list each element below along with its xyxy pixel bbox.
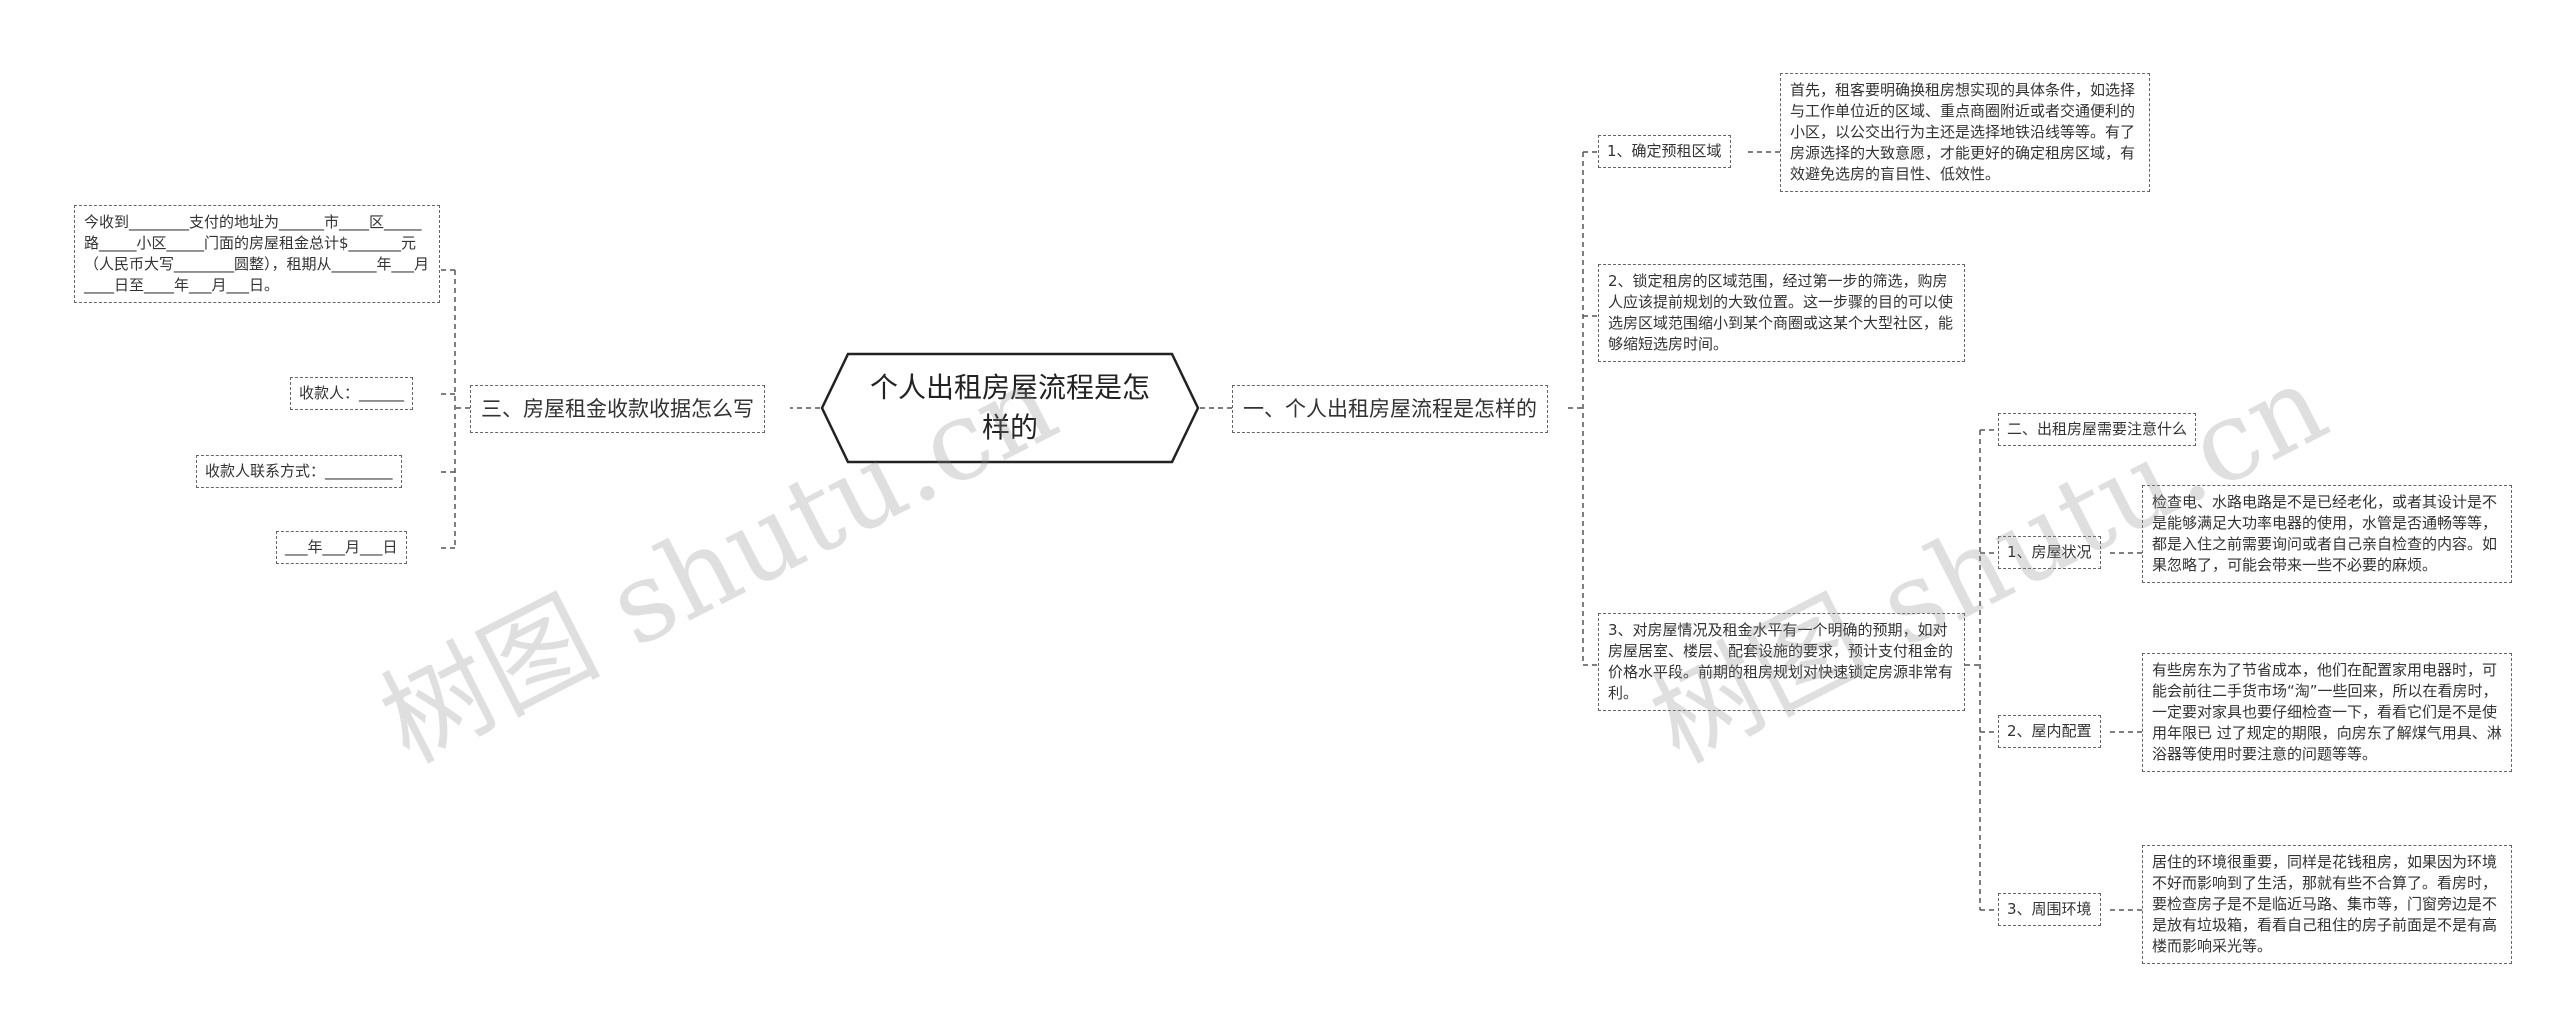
receipt-date-label: ___年___月___日 (285, 538, 398, 556)
receipt-template-content: 今收到________支付的地址为______市____区_____路_____… (84, 213, 430, 294)
precaution-surroundings-detail[interactable]: 居住的环境很重要，同样是花钱租房，如果因为环境不好而影响到了生活，那就有些不合算… (2142, 845, 2512, 964)
step1-detail: 首先，租客要明确换租房想实现的具体条件，如选择与工作单位近的区域、重点商圈附近或… (1790, 81, 2136, 183)
precaution-surroundings[interactable]: 3、周围环境 (1998, 893, 2101, 926)
precaution-interior-text: 有些房东为了节省成本，他们在配置家用电器时，可能会前往二手货市场“淘”一些回来，… (2152, 661, 2502, 763)
precaution-interior[interactable]: 2、屋内配置 (1998, 715, 2101, 748)
root-node[interactable]: 个人出租房屋流程是怎样的 (820, 352, 1200, 464)
step3-text: 3、对房屋情况及租金水平有一个明确的预期，如对房屋居室、楼层、配套设施的要求，预… (1608, 621, 1954, 702)
branch-rental-process[interactable]: 一、个人出租房屋流程是怎样的 (1232, 385, 1548, 433)
sub-branch-precautions[interactable]: 二、出租房屋需要注意什么 (1998, 413, 2197, 446)
branch-receipt-label: 三、房屋租金收款收据怎么写 (481, 397, 754, 421)
step3-node[interactable]: 3、对房屋情况及租金水平有一个明确的预期，如对房屋居室、楼层、配套设施的要求，预… (1598, 613, 1965, 711)
sub-branch-precautions-label: 二、出租房屋需要注意什么 (2007, 420, 2188, 438)
root-title: 个人出租房屋流程是怎样的 (869, 371, 1150, 444)
receipt-payee-contact-label: 收款人联系方式：_________ (205, 462, 393, 480)
step2-text: 2、锁定租房的区域范围，经过第一步的筛选，购房人应该提前规划的大致位置。这一步骤… (1608, 272, 1954, 353)
receipt-payee[interactable]: 收款人：______ (290, 377, 414, 410)
precaution-surroundings-label: 3、周围环境 (2007, 900, 2092, 918)
step1-label-node[interactable]: 1、确定预租区域 (1598, 135, 1731, 168)
step2-node[interactable]: 2、锁定租房的区域范围，经过第一步的筛选，购房人应该提前规划的大致位置。这一步骤… (1598, 264, 1965, 362)
step1-label: 1、确定预租区域 (1607, 142, 1722, 160)
precaution-surroundings-text: 居住的环境很重要，同样是花钱租房，如果因为环境不好而影响到了生活，那就有些不合算… (2152, 853, 2498, 955)
precaution-house-condition[interactable]: 1、房屋状况 (1998, 536, 2101, 569)
receipt-date[interactable]: ___年___月___日 (276, 531, 407, 564)
receipt-payee-contact[interactable]: 收款人联系方式：_________ (196, 455, 402, 488)
precaution-interior-detail[interactable]: 有些房东为了节省成本，他们在配置家用电器时，可能会前往二手货市场“淘”一些回来，… (2142, 653, 2512, 772)
receipt-payee-label: 收款人：______ (299, 384, 405, 402)
precaution-house-condition-text: 检查电、水路电路是不是已经老化，或者其设计是不是能够满足大功率电器的使用，水管是… (2152, 493, 2498, 574)
precaution-house-condition-label: 1、房屋状况 (2007, 543, 2092, 561)
receipt-template-text[interactable]: 今收到________支付的地址为______市____区_____路_____… (74, 205, 440, 303)
precaution-interior-label: 2、屋内配置 (2007, 722, 2092, 740)
precaution-house-condition-detail[interactable]: 检查电、水路电路是不是已经老化，或者其设计是不是能够满足大功率电器的使用，水管是… (2142, 485, 2512, 583)
branch-rental-process-label: 一、个人出租房屋流程是怎样的 (1243, 397, 1537, 421)
root-hexagon-shape (820, 352, 1200, 464)
branch-receipt[interactable]: 三、房屋租金收款收据怎么写 (470, 385, 765, 433)
step1-detail-node[interactable]: 首先，租客要明确换租房想实现的具体条件，如选择与工作单位近的区域、重点商圈附近或… (1780, 73, 2150, 192)
